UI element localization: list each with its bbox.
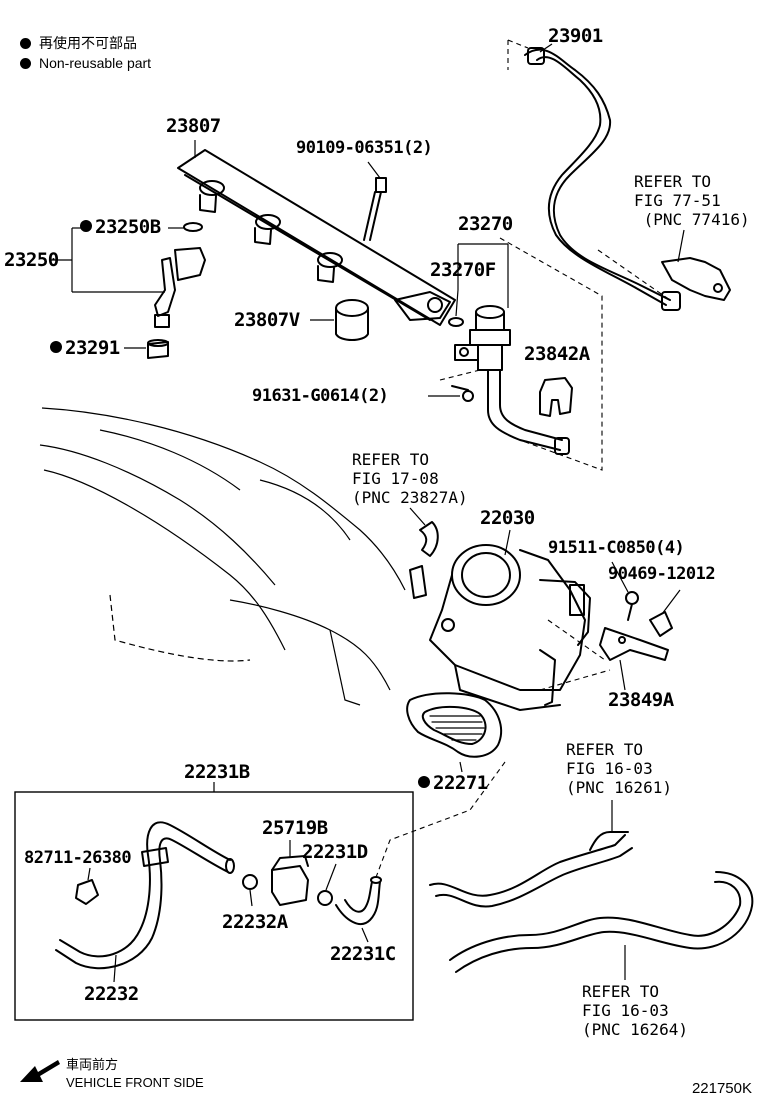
vsv-25719B <box>271 855 309 906</box>
fuel-hose-23901 <box>524 47 671 306</box>
non-reusable-dot-icon <box>20 37 31 49</box>
leader-23270F <box>455 289 459 317</box>
hose-bracket-77416 <box>661 257 731 311</box>
leader-82711 <box>87 867 91 881</box>
label-23901: 23901 <box>548 25 603 47</box>
hose-stub-17-08 <box>419 521 439 557</box>
label-23250B-wrap: 23250B <box>80 217 161 237</box>
label-22231C: 22231C <box>330 943 396 965</box>
leader-22232 <box>113 954 117 983</box>
clamp-22231D <box>317 890 333 906</box>
label-23270: 23270 <box>458 213 513 235</box>
insulator-23807V <box>335 299 369 341</box>
non-reusable-dot-icon <box>80 220 92 232</box>
legend: 再使用不可部品 Non-reusable part <box>20 33 151 73</box>
label-23849A: 23849A <box>608 689 674 711</box>
label-23842A: 23842A <box>524 343 590 365</box>
injector-seal-23291 <box>147 339 169 359</box>
leader-91511 <box>611 561 629 593</box>
bracket-23250 <box>50 227 184 293</box>
intake-manifold-outline <box>39 407 406 706</box>
label-90109: 90109-06351(2) <box>296 138 433 158</box>
bolt-91511 <box>625 591 639 621</box>
fuel-delivery-pipe-23807 <box>177 149 456 326</box>
clamp-22232A <box>242 874 258 890</box>
group-box-22231B <box>14 791 414 1021</box>
leader-23849A <box>619 659 626 691</box>
throttle-body-22030 <box>409 544 591 711</box>
clip-90469 <box>649 611 673 637</box>
figure-code: 221750K <box>691 1080 752 1097</box>
ref-fig-16-03-a: REFER TO FIG 16-03 (PNC 16261) <box>566 740 672 797</box>
leader-22231D <box>325 863 337 891</box>
oring-23270F <box>448 317 464 327</box>
label-23270F: 23270F <box>430 259 496 281</box>
leader-22231C <box>361 927 369 943</box>
label-22231D: 22231D <box>302 841 368 863</box>
leader-22232A <box>249 889 253 907</box>
label-25719B: 25719B <box>262 817 328 839</box>
leader-22030 <box>504 529 511 556</box>
dashed-region-23901 <box>507 39 671 301</box>
leader-23901 <box>539 43 553 53</box>
leader-17-08 <box>409 507 426 526</box>
label-23250: 23250 <box>4 249 59 271</box>
label-23291-wrap: 23291 <box>50 338 120 358</box>
vehicle-front-arrow-icon <box>20 1060 60 1082</box>
dashed-link-22271 <box>374 761 506 881</box>
label-82711: 82711-26380 <box>24 848 132 868</box>
bolt-90109 <box>363 177 387 241</box>
label-22232A: 22232A <box>222 911 288 933</box>
fuel-injector-23250 <box>154 222 206 328</box>
hose-22232 <box>55 821 235 970</box>
label-22271: 22271 <box>433 772 488 794</box>
bracket-23270 <box>457 243 509 308</box>
dashed-region-23270 <box>439 237 603 471</box>
label-23807: 23807 <box>166 115 221 137</box>
non-reusable-dot-icon <box>418 776 430 788</box>
label-91631: 91631-G0614(2) <box>252 386 389 406</box>
ref-fig-16-03-b: REFER TO FIG 16-03 (PNC 16264) <box>582 982 688 1039</box>
dashed-region-23849A <box>539 619 611 691</box>
legend-en: Non-reusable part <box>39 55 152 71</box>
label-23807V: 23807V <box>234 309 300 331</box>
hose-22231C <box>335 876 382 925</box>
gasket-22271 <box>406 692 503 758</box>
label-22231B: 22231B <box>184 761 250 783</box>
vehicle-front-note: 車両前方 VEHICLE FRONT SIDE <box>66 1056 204 1092</box>
non-reusable-dot-icon <box>20 57 31 69</box>
clip-82711 <box>75 879 99 905</box>
vehicle-front-en: VEHICLE FRONT SIDE <box>66 1075 204 1090</box>
vehicle-front-jp: 車両前方 <box>66 1057 119 1072</box>
label-90469: 90469-12012 <box>608 564 716 584</box>
leader-77416 <box>677 229 685 263</box>
clamp-23842A <box>539 377 573 417</box>
hose-16264 <box>449 871 754 973</box>
label-22271-wrap: 22271 <box>418 773 488 793</box>
label-22232: 22232 <box>84 983 139 1005</box>
label-23291: 23291 <box>65 337 120 359</box>
leader-90469 <box>661 589 681 615</box>
bracket-23849A <box>599 627 669 661</box>
pressure-regulator-23270 <box>454 305 570 455</box>
non-reusable-dot-icon <box>50 341 62 353</box>
leader-90109 <box>367 161 381 179</box>
label-22030: 22030 <box>480 507 535 529</box>
ref-fig-17-08: REFER TO FIG 17-08 (PNC 23827A) <box>352 450 468 507</box>
leader-22271 <box>459 761 463 773</box>
label-23250B: 23250B <box>95 216 161 238</box>
label-91511: 91511-C0850(4) <box>548 538 685 558</box>
ref-fig-77-51: REFER TO FIG 77-51 (PNC 77416) <box>634 172 750 229</box>
legend-jp: 再使用不可部品 <box>39 35 137 51</box>
hose-16261 <box>429 831 633 908</box>
bolt-91631 <box>451 385 474 402</box>
